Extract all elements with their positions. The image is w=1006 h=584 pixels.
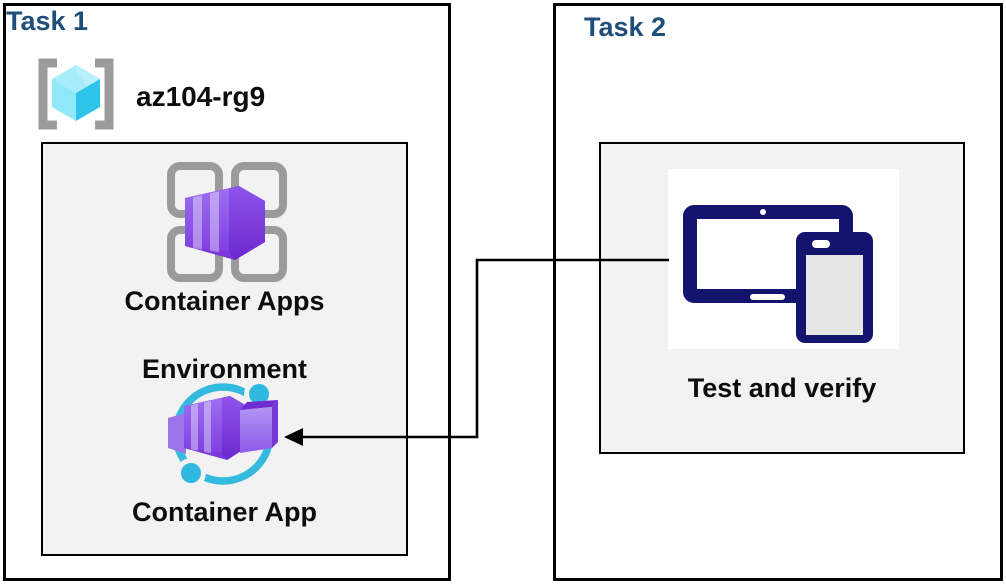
container-apps-environment-icon — [167, 162, 287, 282]
resource-group-icon — [38, 58, 114, 130]
test-verify-label: Test and verify — [687, 373, 877, 403]
devices-plate — [668, 169, 899, 349]
resource-group-name: az104-rg9 — [136, 81, 266, 112]
container-app-label: Container App — [132, 497, 317, 527]
environment-label-line1: Container Apps — [124, 286, 325, 316]
task2-title: Task 2 — [584, 12, 667, 42]
container-app-icon — [168, 379, 278, 488]
environment-label: Container Apps Environment — [41, 284, 408, 386]
devices-icon — [683, 205, 873, 343]
resource-group: az104-rg9 — [30, 56, 265, 132]
task1-title: Task 1 — [6, 6, 89, 36]
container-app-right-wing — [240, 400, 278, 453]
environment-label-line2: Environment — [141, 354, 308, 384]
